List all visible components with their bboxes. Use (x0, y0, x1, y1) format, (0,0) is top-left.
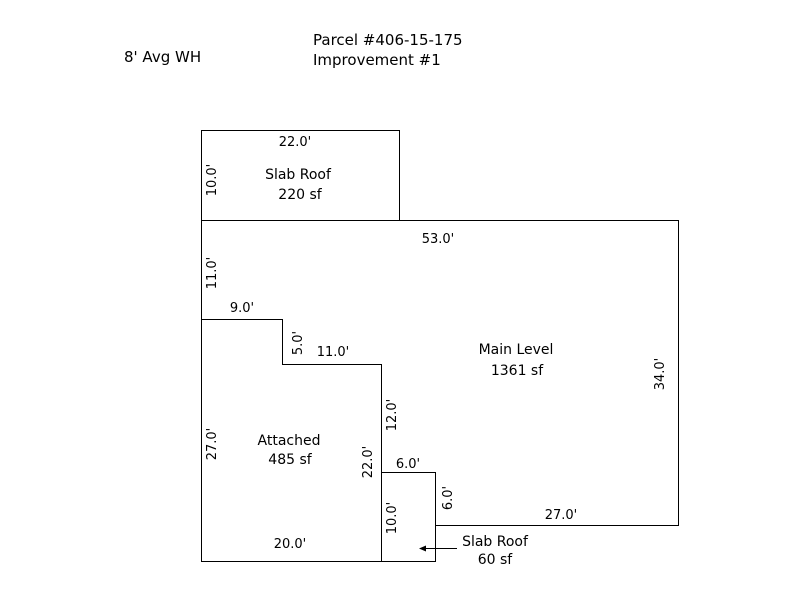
main-level-name: Main Level (479, 342, 554, 358)
dim-main-bottom-width: 27.0' (545, 508, 578, 523)
dim-main-top-width: 53.0' (422, 232, 455, 247)
dim-attached-bottom-width: 20.0' (274, 537, 307, 552)
arrow-left-icon (419, 545, 426, 552)
dim-notch-height: 6.0' (441, 486, 456, 510)
sketch-outlines (201, 130, 679, 562)
dim-attached-right-height: 22.0' (361, 446, 376, 479)
dim-step-a-width: 9.0' (230, 301, 254, 316)
dim-slab-bottom-height: 10.0' (385, 502, 400, 535)
improvement-number: Improvement #1 (313, 51, 441, 69)
dim-step-b-width: 11.0' (317, 345, 350, 360)
dim-notch-width: 6.0' (396, 457, 420, 472)
slab-roof-bottom-leader (419, 545, 457, 552)
parcel-number: Parcel #406-15-175 (313, 31, 463, 49)
dim-main-left-upper: 11.0' (205, 257, 220, 290)
attached-outline (201, 319, 382, 562)
dim-slab-top-width: 22.0' (279, 135, 312, 150)
slab-roof-bottom-name: Slab Roof (462, 534, 529, 550)
wall-height-label: 8' Avg WH (124, 48, 201, 66)
slab-roof-top-area: 220 sf (278, 187, 322, 203)
main-level-outline (201, 220, 679, 526)
slab-roof-top-name: Slab Roof (265, 167, 332, 183)
dim-main-right-height: 34.0' (653, 358, 668, 391)
slab-roof-bottom-outline (381, 525, 436, 562)
main-level-area: 1361 sf (491, 363, 544, 379)
dim-attached-left-height: 27.0' (205, 428, 220, 461)
slab-roof-bottom-area: 60 sf (478, 552, 514, 568)
dim-step-a-height: 5.0' (291, 331, 306, 355)
dim-inner-vertical: 12.0' (385, 399, 400, 432)
attached-name: Attached (258, 433, 321, 449)
dim-slab-top-height: 10.0' (205, 164, 220, 197)
attached-area: 485 sf (268, 452, 312, 468)
